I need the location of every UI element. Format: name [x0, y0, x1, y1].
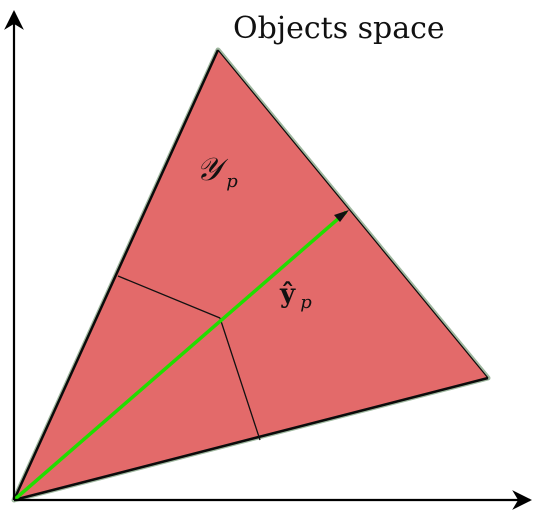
triangle-right-edge	[217, 49, 489, 379]
feasible-region-triangle	[14, 50, 488, 500]
prediction-vector	[12, 210, 348, 502]
vector-arrowhead	[334, 210, 349, 222]
vector-label: ŷ p	[279, 279, 312, 313]
diagram-title: Objects space	[233, 11, 445, 46]
triangle-left-edge	[12, 49, 220, 501]
triangle-bottom-edge	[13, 376, 489, 502]
vector-label-subscript: p	[300, 292, 312, 313]
region-label-subscript: p	[226, 171, 238, 192]
vector-label-main: ŷ	[279, 279, 296, 309]
partition-line-bottom	[219, 317, 261, 441]
partition-line-left	[117, 275, 221, 319]
